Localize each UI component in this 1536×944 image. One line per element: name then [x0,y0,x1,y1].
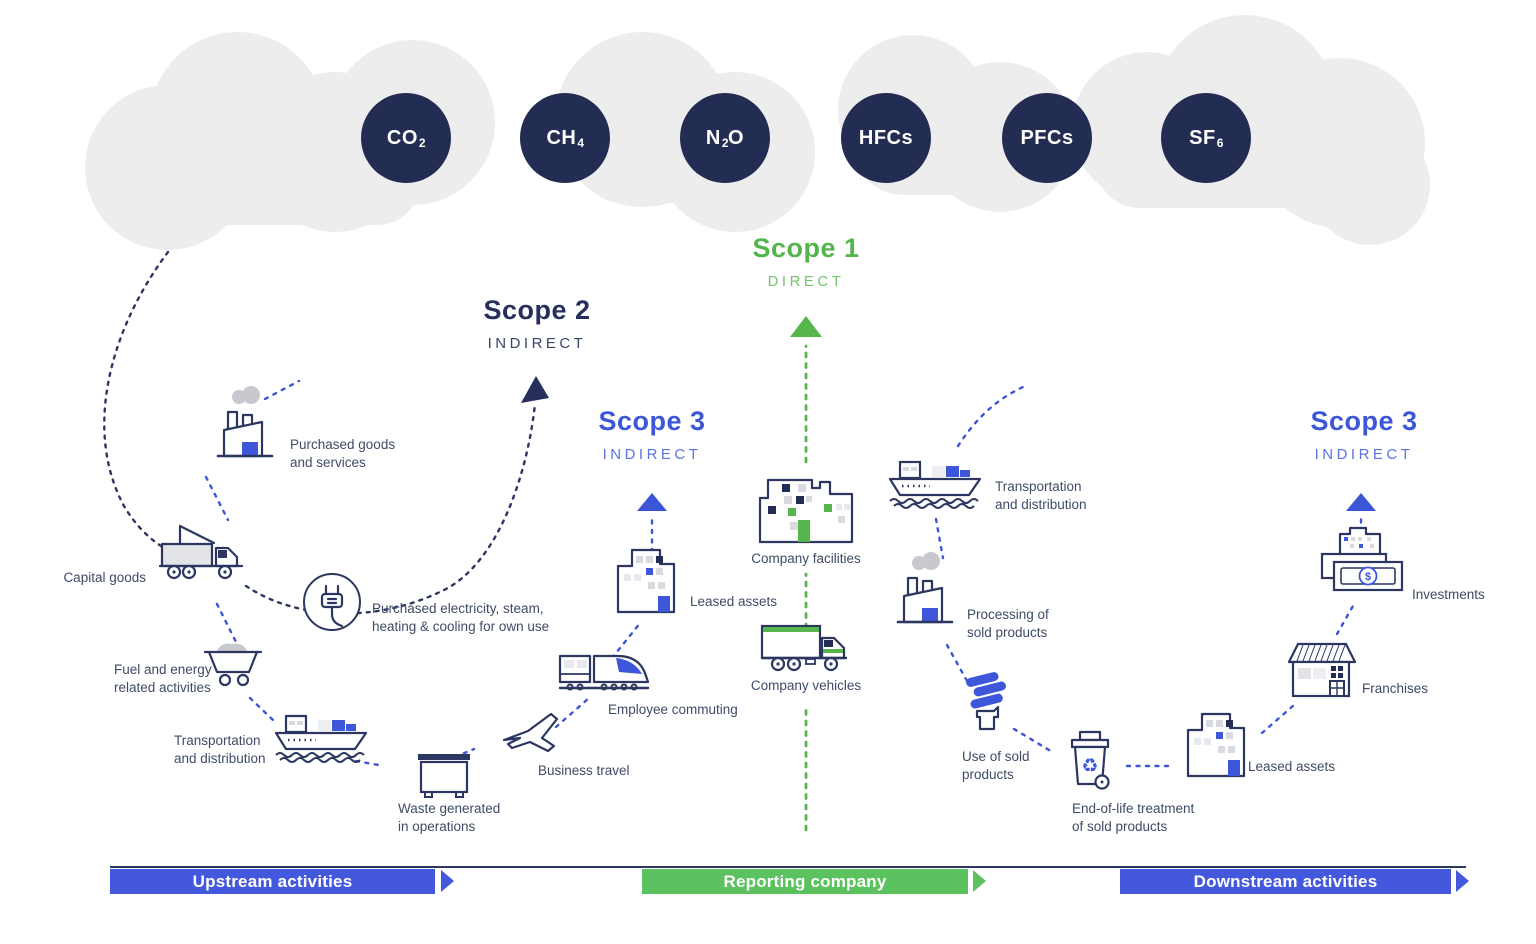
upstream-arrow [441,870,454,892]
label-franchises: Franchises [1362,681,1429,696]
franchise-store-icon [1287,642,1357,698]
scope1-arrowhead [790,316,822,337]
cargo-ship-icon [274,714,368,763]
investments-money-icon: $ [1320,526,1404,592]
leased-assets-building-icon [616,548,676,614]
waste-container-icon [418,754,470,798]
scope2-title: Scope 2 [483,295,591,325]
label-use-of-sold: Use of sold products [962,749,1030,782]
label-leased-assets-downstream: Leased assets [1248,759,1336,774]
recycle-bin-icon: ♻ [1070,730,1110,790]
label-transport-downstream: Transportation and distribution [995,479,1087,512]
processing-factory-icon [896,576,954,624]
train-icon [558,654,650,691]
cargo-ship-downstream-icon [888,460,982,509]
label-transport-upstream: Transportation and distribution [174,733,266,766]
gas-circle-pfcs: PFCs [1002,93,1092,183]
label-company-facilities: Company facilities [751,551,861,566]
label-capital-goods: Capital goods [63,570,146,585]
scope3-upstream-heading: Scope 3 INDIRECT [532,406,772,463]
activity-axis-line [110,866,1466,868]
scope2-heading: Scope 2 INDIRECT [417,295,657,352]
label-purchased-goods: Purchased goods and services [290,437,396,470]
upstream-activities-bar: Upstream activities [110,869,435,894]
scope1-heading: Scope 1 DIRECT [686,233,926,290]
reporting-company-bar: Reporting company [642,869,968,894]
scope1-title: Scope 1 [752,233,860,263]
airplane-icon [502,712,559,753]
label-business-travel: Business travel [538,763,630,778]
company-facilities-icon [758,478,854,544]
label-purchased-electricity: Purchased electricity, steam, heating & … [372,601,550,634]
scope3-downstream-subtitle: INDIRECT [1314,446,1414,463]
factory-icon [216,410,274,458]
scope3-downstream-title: Scope 3 [1310,406,1418,436]
svg-text:♻: ♻ [1081,755,1098,777]
svg-text:$: $ [1365,571,1371,583]
downstream-arrow [1456,870,1469,892]
flatbed-truck-icon [158,524,244,580]
smoke-cloud-icon [232,386,260,404]
scope3-upstream-subtitle: INDIRECT [602,446,702,463]
label-company-vehicles: Company vehicles [750,678,862,693]
scope2-arrowhead [521,376,549,403]
label-investments: Investments [1412,587,1485,602]
mine-cart-icon [203,643,263,687]
label-leased-assets-upstream: Leased assets [690,594,778,609]
scope3-downstream-heading: Scope 3 INDIRECT [1244,406,1484,463]
scope2-subtitle: INDIRECT [487,335,587,352]
label-end-of-life: End-of-life treatment of sold products [1072,801,1195,834]
label-fuel-energy: Fuel and energy related activities [114,662,212,695]
label-processing: Processing of sold products [967,607,1049,640]
leased-assets-downstream-building-icon [1186,712,1246,778]
label-employee-commuting: Employee commuting [608,702,738,717]
cfl-bulb-icon [966,672,1006,731]
label-waste: Waste generated in operations [398,801,501,834]
smoke-cloud-icon [912,552,940,570]
scope1-subtitle: DIRECT [767,273,845,290]
electric-plug-icon [303,573,361,631]
downstream-activities-bar: Downstream activities [1120,869,1451,894]
company-vehicles-truck-icon [760,624,848,672]
gas-circle-hfcs: HFCs [841,93,931,183]
scope3-downstream-arrowhead [1346,493,1376,511]
reporting-arrow [973,870,986,892]
scope3-upstream-title: Scope 3 [598,406,706,436]
scope3-upstream-arrowhead [637,493,667,511]
